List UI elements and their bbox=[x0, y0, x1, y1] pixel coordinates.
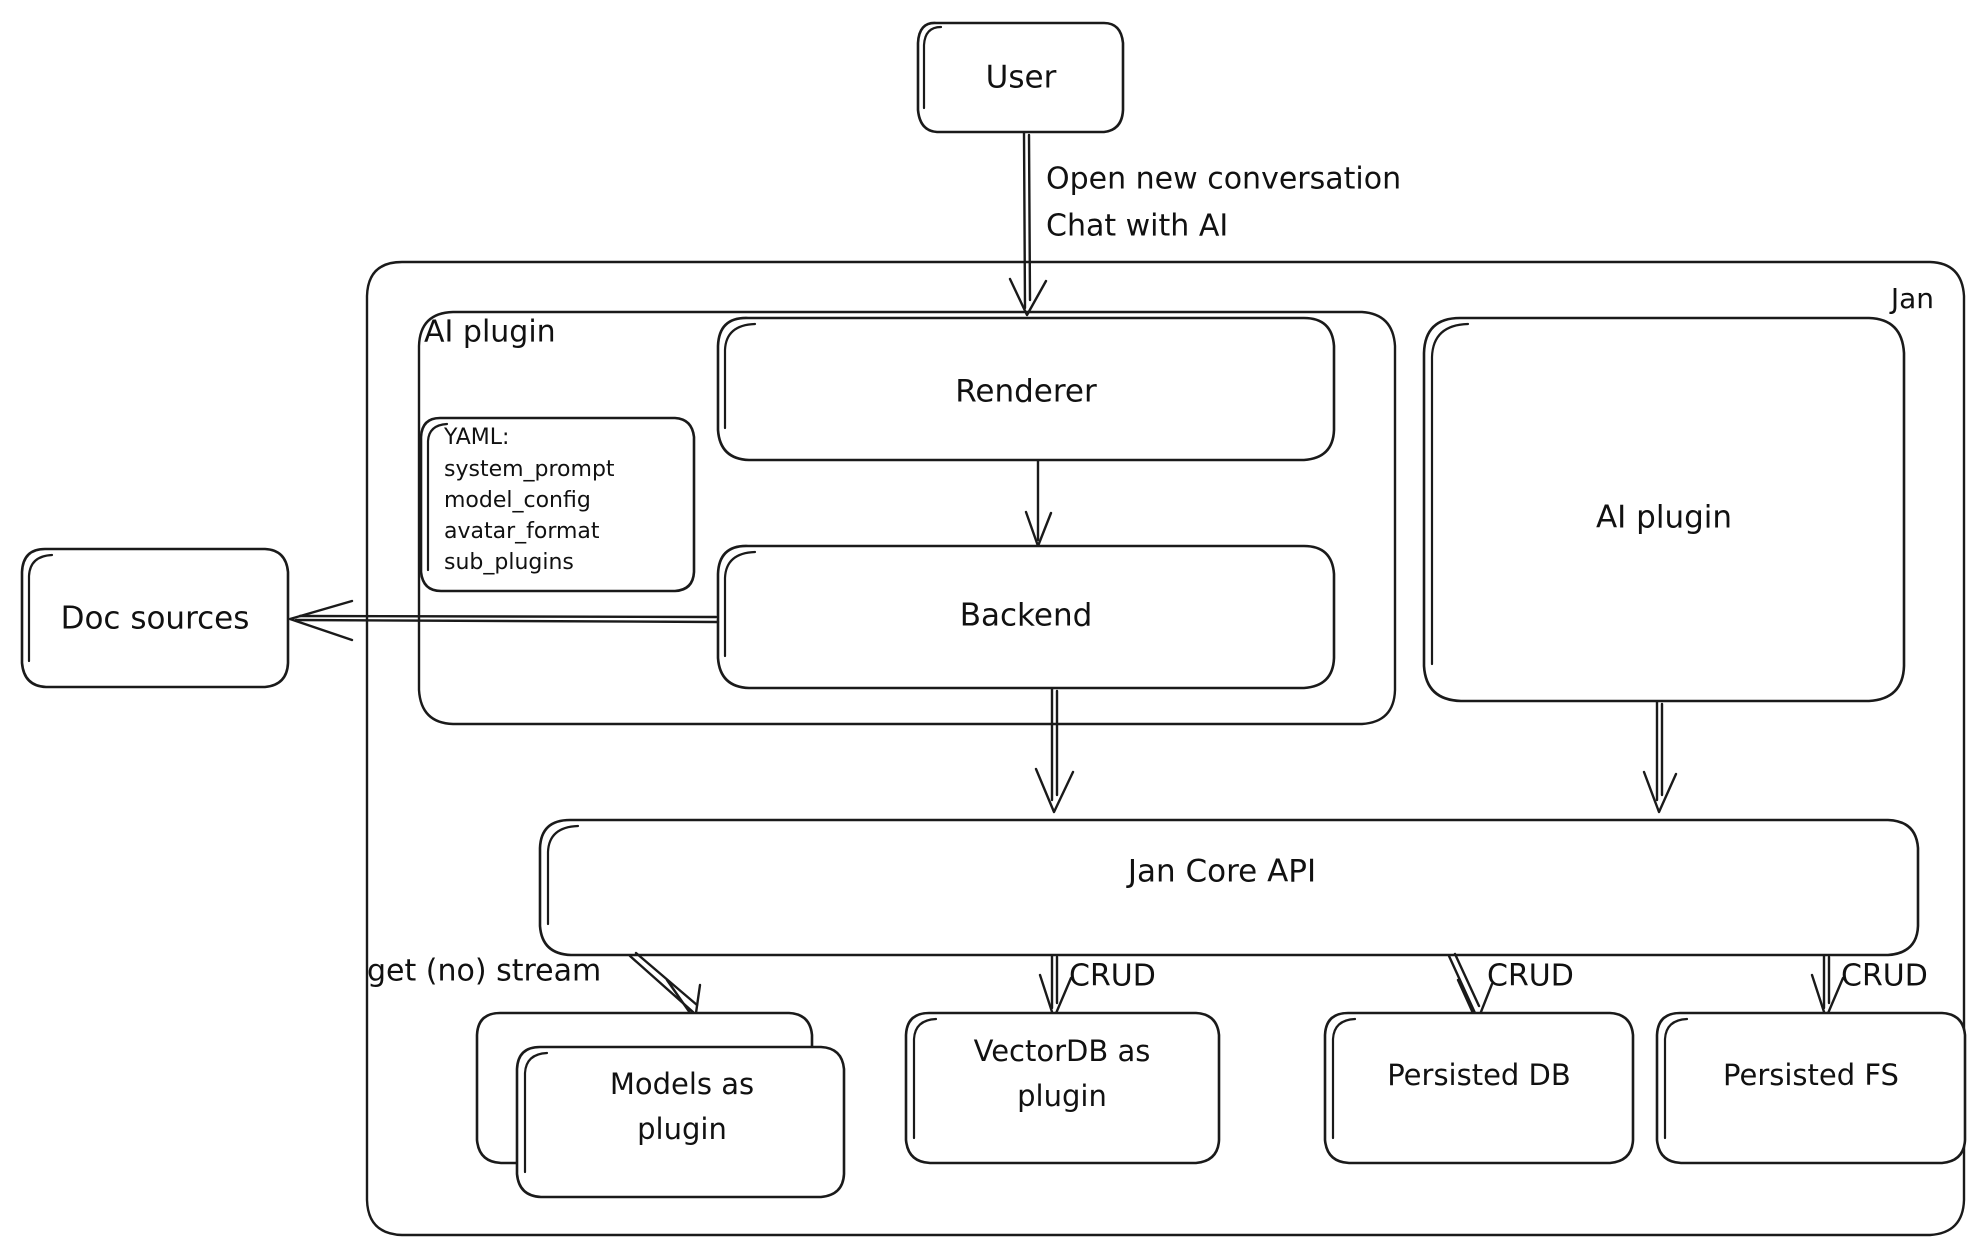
node-backend-box[interactable] bbox=[716, 544, 1336, 690]
edge-user-to-renderer-line bbox=[1022, 131, 1027, 310]
node-renderer-box[interactable] bbox=[716, 316, 1336, 462]
node-user[interactable]: User bbox=[916, 21, 1125, 134]
node-doc-sources-box[interactable] bbox=[20, 547, 290, 689]
node-persisted-fs[interactable]: Persisted FS bbox=[1655, 1011, 1967, 1165]
edge-core-api-to-vectordb: CRUD bbox=[1038, 954, 1156, 1020]
container-jan-label: Jan bbox=[1889, 282, 1934, 315]
node-backend[interactable]: Backend bbox=[716, 544, 1336, 690]
node-persisted-fs-box-sketch bbox=[1663, 1017, 1689, 1140]
container-ai-plugin-outline bbox=[417, 310, 1397, 726]
edge-backend-to-doc-sources-arrowhead bbox=[288, 599, 354, 642]
node-ai-plugin[interactable]: AI plugin bbox=[1422, 316, 1906, 703]
node-persisted-fs-box[interactable] bbox=[1655, 1011, 1967, 1165]
node-persisted-db-label: Persisted DB bbox=[1387, 1058, 1571, 1092]
edge-core-api-to-persisted-db-line bbox=[1447, 954, 1477, 1015]
node-doc-sources[interactable]: Doc sources bbox=[20, 547, 290, 689]
node-doc-sources-label: Doc sources bbox=[61, 601, 250, 637]
edge-label-chat-with-ai: Chat with AI bbox=[1046, 209, 1228, 244]
edge-ai-plugin-to-core-api-arrowhead bbox=[1642, 770, 1678, 814]
node-persisted-db[interactable]: Persisted DB bbox=[1323, 1011, 1635, 1165]
edge-backend-to-doc-sources-line bbox=[294, 618, 720, 624]
node-vectordb-plugin-box-sketch bbox=[912, 1017, 938, 1140]
container-ai-plugin-group: AI plugin bbox=[417, 310, 1397, 726]
node-vectordb-plugin[interactable]: VectorDB as plugin bbox=[904, 1011, 1221, 1165]
yaml-key-system-prompt: system_prompt bbox=[444, 457, 615, 482]
edge-user-to-renderer: Open new conversation Chat with AI bbox=[1008, 131, 1401, 317]
edge-backend-to-core-api bbox=[1034, 687, 1075, 814]
card-yaml-config-box-sketch bbox=[426, 422, 449, 572]
yaml-key-model-config: model_config bbox=[444, 488, 591, 513]
node-vectordb-plugin-box[interactable] bbox=[904, 1011, 1221, 1165]
node-ai-plugin-box[interactable] bbox=[1422, 316, 1906, 703]
edge-core-api-to-persisted-db-line-b bbox=[1453, 952, 1481, 1008]
node-persisted-db-box-sketch bbox=[1331, 1017, 1357, 1140]
edge-core-api-to-persisted-db: CRUD bbox=[1447, 952, 1574, 1024]
node-vectordb-plugin-label-line2: plugin bbox=[1017, 1079, 1107, 1113]
node-jan-core-api-box[interactable] bbox=[538, 818, 1920, 957]
node-models-plugin-label-line1: Models as bbox=[610, 1067, 754, 1101]
edge-label-crud-persisted-db: CRUD bbox=[1487, 959, 1574, 994]
node-user-label: User bbox=[986, 60, 1057, 96]
edge-label-crud-vectordb: CRUD bbox=[1069, 959, 1156, 994]
node-persisted-db-box[interactable] bbox=[1323, 1011, 1635, 1165]
card-yaml-config-box bbox=[419, 416, 696, 593]
edge-core-api-to-persisted-fs-arrowhead bbox=[1810, 973, 1845, 1020]
node-models-plugin-label-line2: plugin bbox=[637, 1112, 727, 1146]
node-models-plugin-box-sketch bbox=[523, 1051, 549, 1174]
node-renderer[interactable]: Renderer bbox=[716, 316, 1336, 462]
node-models-plugin-box-front[interactable] bbox=[515, 1045, 846, 1199]
node-jan-core-api-box-sketch bbox=[546, 824, 580, 926]
edge-label-crud-persisted-fs: CRUD bbox=[1841, 959, 1928, 994]
node-persisted-fs-label: Persisted FS bbox=[1723, 1058, 1899, 1092]
edge-core-api-to-vectordb-arrowhead bbox=[1038, 973, 1073, 1020]
node-vectordb-plugin-label-line1: VectorDB as bbox=[974, 1034, 1151, 1068]
card-yaml-config: YAML: system_prompt model_config avatar_… bbox=[419, 416, 696, 593]
edge-label-get-no-stream: get (no) stream bbox=[367, 954, 601, 989]
yaml-key-avatar-format: avatar_format bbox=[444, 519, 600, 544]
node-user-box-sketch bbox=[922, 25, 943, 110]
edge-core-api-to-models: get (no) stream bbox=[367, 951, 702, 1022]
node-renderer-label: Renderer bbox=[955, 374, 1097, 410]
node-jan-core-api-label: Jan Core API bbox=[1126, 854, 1316, 890]
edge-user-to-renderer-line-b bbox=[1027, 133, 1032, 302]
node-ai-plugin-box-sketch bbox=[1430, 322, 1470, 666]
container-ai-plugin-label: AI plugin bbox=[424, 315, 556, 350]
edge-core-api-to-persisted-fs: CRUD bbox=[1810, 954, 1928, 1020]
container-jan: Jan bbox=[365, 260, 1966, 1237]
node-backend-label: Backend bbox=[960, 598, 1093, 634]
node-ai-plugin-label: AI plugin bbox=[1596, 500, 1732, 536]
node-models-plugin[interactable]: Models as plugin bbox=[475, 1011, 846, 1199]
edge-renderer-to-backend bbox=[1024, 459, 1053, 548]
edge-backend-to-core-api-arrowhead bbox=[1034, 767, 1075, 814]
edge-label-open-conversation: Open new conversation bbox=[1046, 162, 1401, 197]
edge-user-to-renderer-arrowhead bbox=[1008, 277, 1048, 317]
node-renderer-box-sketch bbox=[723, 322, 757, 430]
node-doc-sources-box-sketch bbox=[27, 553, 54, 663]
node-backend-box-sketch bbox=[723, 550, 757, 658]
yaml-key-sub-plugins: sub_plugins bbox=[444, 550, 574, 575]
yaml-heading: YAML: bbox=[443, 425, 509, 450]
container-jan-outline bbox=[365, 260, 1966, 1237]
edge-ai-plugin-to-core-api bbox=[1642, 700, 1678, 814]
node-jan-core-api[interactable]: Jan Core API bbox=[538, 818, 1920, 957]
edge-backend-to-doc-sources-line-b bbox=[298, 614, 718, 619]
node-user-box[interactable] bbox=[916, 21, 1125, 134]
edge-backend-to-doc-sources bbox=[288, 599, 720, 642]
